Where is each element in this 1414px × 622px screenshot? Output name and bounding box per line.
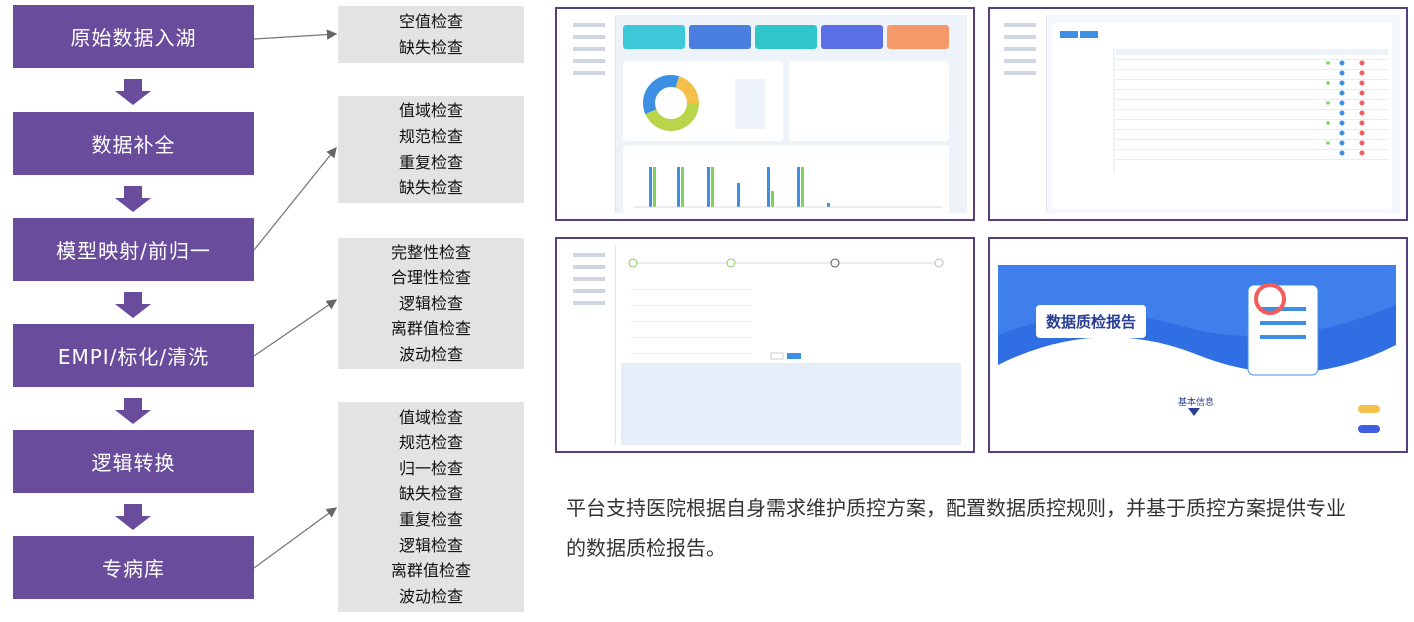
chevron-down-icon bbox=[1188, 408, 1200, 416]
check-item: 值域检查 bbox=[398, 101, 463, 121]
flow-step-label: 模型映射/前归一 bbox=[56, 239, 211, 263]
check-item: 缺失检查 bbox=[398, 178, 463, 198]
check-item: 完整性检查 bbox=[390, 242, 471, 262]
flow-step-label: 原始数据入湖 bbox=[70, 26, 197, 50]
report-title: 数据质检报告 bbox=[1036, 305, 1147, 338]
flow-step-disease-db: 专病库 bbox=[13, 536, 254, 599]
kpi-card bbox=[689, 25, 751, 49]
screenshot-dashboard bbox=[555, 7, 975, 221]
description-text: 平台支持医院根据自身需求维护质控方案，配置数据质控规则，并基于质控方案提供专业的… bbox=[566, 496, 1346, 560]
flow-down-arrow bbox=[115, 398, 151, 424]
check-item: 离群值检查 bbox=[390, 561, 471, 581]
connector-arrow bbox=[253, 507, 338, 569]
screenshot-list bbox=[988, 7, 1408, 221]
check-item: 重复检查 bbox=[398, 510, 463, 529]
connector-arrow bbox=[253, 146, 337, 251]
check-group-2: 值域检查 规范检查 重复检查 缺失检查 bbox=[338, 96, 524, 203]
report-subtitle: 基本信息 bbox=[1178, 398, 1215, 408]
kpi-card bbox=[755, 25, 817, 49]
check-item: 归一检查 bbox=[398, 458, 463, 478]
screenshot-report: 数据质检报告 基本信息 bbox=[988, 237, 1408, 453]
flow-down-arrow bbox=[115, 292, 151, 318]
list-panel bbox=[1052, 23, 1392, 209]
mini-sidebar bbox=[565, 245, 616, 445]
check-item: 逻辑检查 bbox=[398, 535, 463, 555]
check-item: 空值检查 bbox=[398, 11, 463, 31]
flow-step-model-mapping: 模型映射/前归一 bbox=[13, 218, 254, 281]
stepper-form bbox=[621, 258, 961, 445]
list-table bbox=[1060, 31, 1388, 173]
connector-arrow bbox=[253, 29, 338, 40]
report-banner bbox=[998, 245, 1396, 433]
check-item: 逻辑检查 bbox=[398, 293, 463, 313]
kpi-card bbox=[887, 25, 949, 49]
check-item: 离群值检查 bbox=[390, 319, 471, 339]
check-item: 合理性检查 bbox=[390, 268, 471, 288]
flow-step-completion: 数据补全 bbox=[13, 112, 254, 175]
kpi-card bbox=[623, 25, 685, 49]
mini-sidebar bbox=[996, 15, 1047, 213]
check-item: 规范检查 bbox=[398, 126, 463, 146]
check-item: 重复检查 bbox=[398, 152, 463, 172]
check-item: 值域检查 bbox=[398, 407, 463, 427]
flow-step-label: 数据补全 bbox=[91, 133, 176, 157]
flow-step-logic-transform: 逻辑转换 bbox=[13, 430, 254, 493]
check-item: 波动检查 bbox=[398, 586, 463, 606]
flow-down-arrow bbox=[115, 186, 151, 212]
flow-step-empi: EMPI/标化/清洗 bbox=[13, 324, 254, 387]
flow-step-label: 逻辑转换 bbox=[91, 451, 176, 475]
flow-step-raw-ingest: 原始数据入湖 bbox=[13, 5, 254, 68]
flow-down-arrow bbox=[115, 79, 151, 105]
screenshot-form bbox=[555, 237, 975, 453]
check-item: 波动检查 bbox=[398, 344, 463, 364]
check-item: 缺失检查 bbox=[398, 37, 463, 57]
check-group-4: 值域检查 规范检查 归一检查 缺失检查 重复检查 逻辑检查 离群值检查 波动检查 bbox=[338, 402, 524, 612]
check-item: 缺失检查 bbox=[398, 484, 463, 504]
check-item: 规范检查 bbox=[398, 433, 463, 453]
connector-arrow bbox=[253, 299, 338, 357]
flow-step-label: EMPI/标化/清洗 bbox=[57, 345, 210, 369]
flow-down-arrow bbox=[115, 504, 151, 530]
mini-sidebar bbox=[565, 15, 616, 213]
kpi-card bbox=[821, 25, 883, 49]
bar-panel bbox=[623, 145, 949, 213]
donut-chart bbox=[643, 75, 765, 131]
check-group-1: 空值检查 缺失检查 bbox=[338, 6, 524, 63]
flow-step-label: 专病库 bbox=[102, 557, 165, 581]
form-panel bbox=[621, 245, 967, 445]
donut-panel bbox=[623, 61, 783, 141]
table-panel bbox=[789, 61, 949, 141]
bar-chart bbox=[633, 167, 943, 208]
check-group-3: 完整性检查 合理性检查 逻辑检查 离群值检查 波动检查 bbox=[338, 238, 524, 369]
